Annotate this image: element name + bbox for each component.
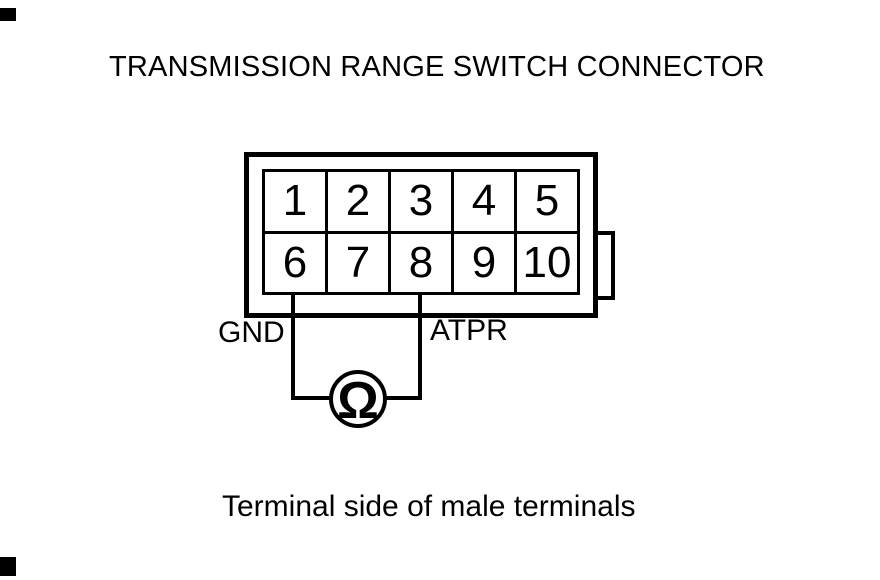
- terminal-grid: 1 2 3 4 5 6 7 8 9 10: [262, 169, 580, 295]
- terminal-cell-7: 7: [328, 233, 388, 292]
- label-atpr: ATPR: [430, 314, 508, 347]
- terminal-cell-1: 1: [265, 172, 325, 231]
- scan-artifact-top-left: [0, 8, 16, 21]
- wire-atpr-vertical: [418, 295, 422, 398]
- terminal-cell-9: 9: [454, 233, 514, 292]
- ohm-symbol: Ω: [337, 372, 379, 430]
- terminal-cell-5: 5: [517, 172, 577, 231]
- diagram-title: TRANSMISSION RANGE SWITCH CONNECTOR: [109, 51, 765, 83]
- terminal-cell-2: 2: [328, 172, 388, 231]
- terminal-cell-3: 3: [391, 172, 451, 231]
- label-gnd: GND: [218, 316, 285, 349]
- connector-lock-tab: [598, 231, 615, 300]
- terminal-cell-4: 4: [454, 172, 514, 231]
- ohmmeter-circle: Ω: [329, 370, 387, 428]
- wire-atpr-horizontal: [381, 396, 422, 400]
- wire-gnd-horizontal: [291, 396, 333, 400]
- terminal-cell-8: 8: [391, 233, 451, 292]
- caption-text: Terminal side of male terminals: [222, 490, 636, 523]
- terminal-cell-10: 10: [517, 233, 577, 292]
- scan-artifact-bottom-left: [0, 557, 16, 576]
- terminal-cell-6: 6: [265, 233, 325, 292]
- wire-gnd-vertical: [291, 295, 295, 398]
